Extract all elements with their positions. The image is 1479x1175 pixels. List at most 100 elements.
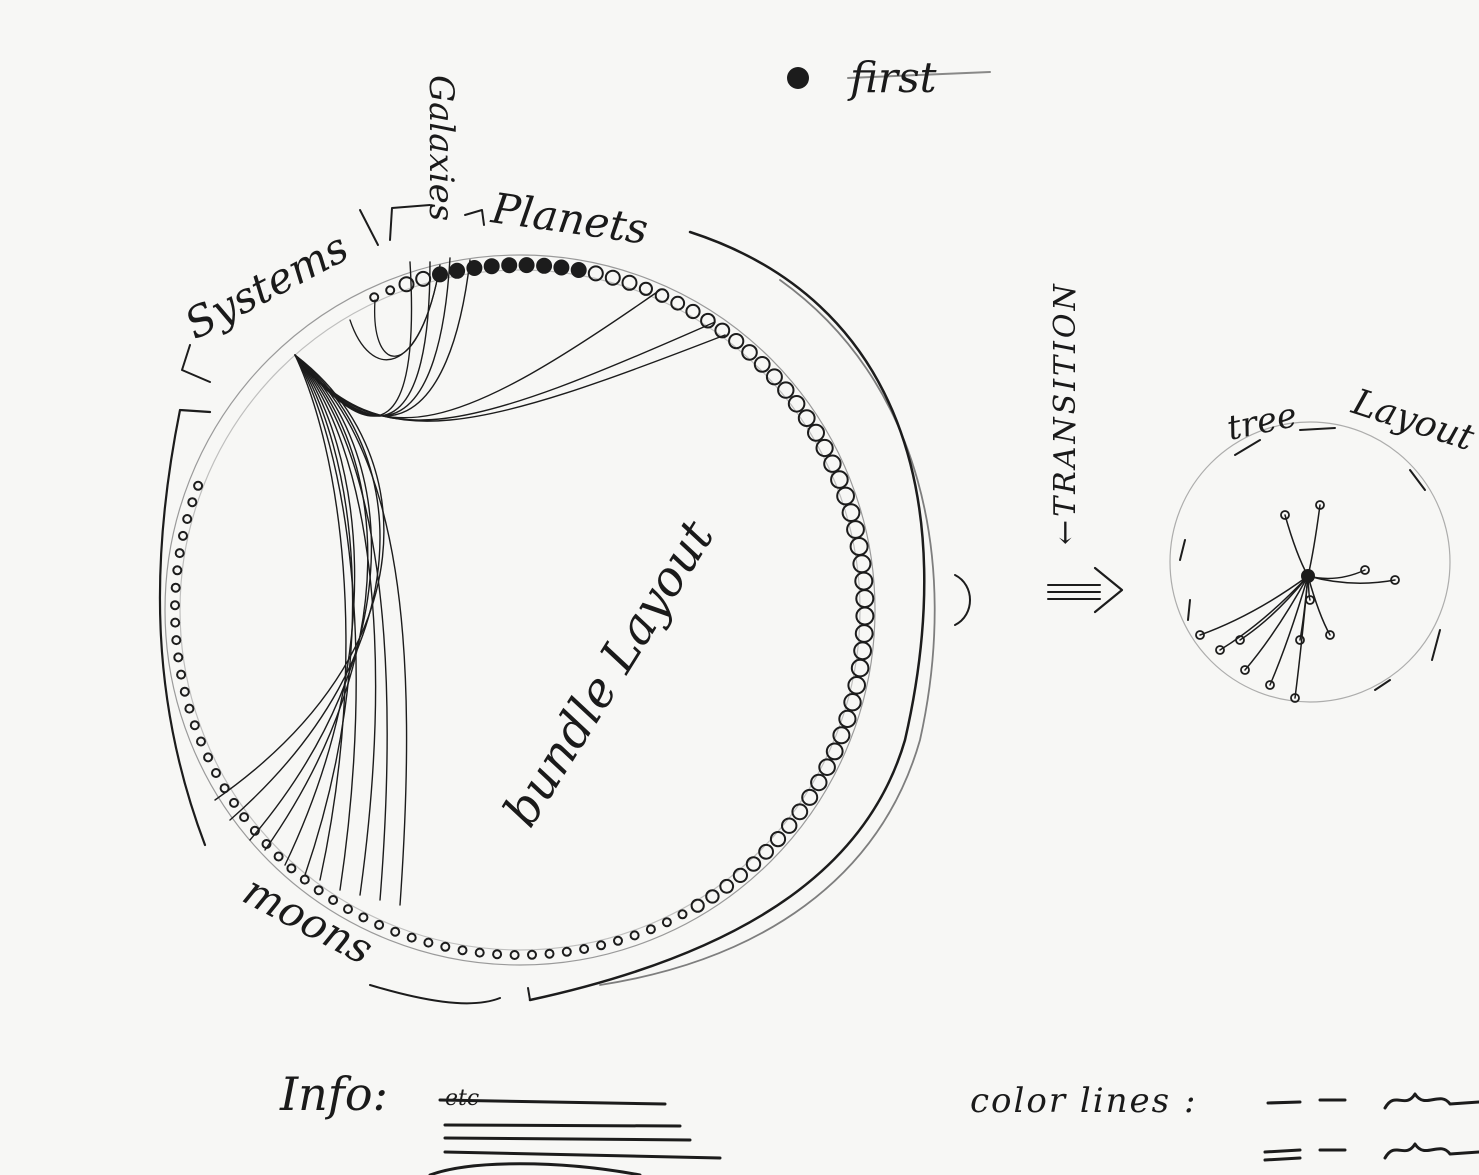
ring-node [841,503,861,522]
ring-node [527,949,537,960]
ring-node [187,497,198,508]
ring-node [815,438,834,458]
tree-node [1315,500,1325,510]
ring-node [690,898,705,913]
ring-node [843,693,862,712]
ring-node [385,285,396,296]
tree-edge [1284,514,1309,577]
tree-node [1360,565,1370,575]
tree-node [1265,680,1275,690]
tree-label: tree [1224,395,1301,449]
ring-node [518,257,535,274]
transition-label: ←TRANSITION [1048,281,1083,545]
ring-node [211,768,221,778]
bundle-layout-label: bundle Layout [493,510,726,836]
bundle-edge [294,321,716,421]
ring-node [440,941,451,952]
ring-node [850,658,870,678]
ring-node [170,617,181,628]
ring-node [854,571,874,591]
ring-node [781,817,798,834]
ring-node [719,878,735,894]
tree-edge [1307,504,1321,577]
color-lines-section: color lines : [970,1081,1479,1162]
ring-node [818,758,836,777]
ring-node [483,258,500,275]
ring-node [825,742,844,761]
ring-node [457,945,468,956]
ring-node [170,600,180,611]
ring-node [753,356,771,373]
ring-node [830,470,849,489]
ring-node [173,652,184,663]
tree-root-node [1301,569,1315,583]
ring-node [700,312,716,329]
info-label: Info: [279,1067,388,1121]
ring-node [299,874,310,885]
ring-node [741,344,758,361]
bundle-edge [294,354,354,876]
ring-node [184,703,195,714]
ring-node [466,260,483,276]
bundle-edge [294,334,726,422]
transition-arrow [1047,566,1124,614]
ring-node [854,624,874,643]
ring-node [406,932,417,943]
tree-node [1235,635,1245,645]
ring-node [638,281,654,296]
ring-node [853,641,872,661]
ring-node [832,726,851,745]
tree-graph [1195,500,1400,703]
ring-node [587,265,604,282]
ring-node [732,867,749,884]
bundle-edge [284,354,356,866]
bundle-edge [374,264,441,357]
ring-node [544,948,555,959]
ring-node [714,322,731,339]
ring-node [777,381,795,399]
ring-node [855,589,875,609]
bundle-edge [294,354,388,901]
tree-edge [1244,575,1309,671]
tree-node [1240,665,1250,675]
ring-node [536,257,553,274]
tree-edge [1219,575,1309,651]
ring-node [787,395,806,413]
bundle-edge [294,354,408,906]
ring-node [343,904,353,915]
ring-node [613,935,623,946]
ring-node [849,537,869,556]
ring-node [797,409,816,428]
tree-layout-diagram: tree Layout [1169,381,1479,703]
ring-node [174,548,185,559]
ring-node [765,368,783,386]
ring-node [239,812,250,823]
ring-node [596,940,607,951]
ring-node [178,530,188,541]
tree-edge [1307,575,1331,636]
ring-node [182,514,193,524]
ring-node [170,582,181,593]
node-ring [170,257,875,960]
ring-node [621,274,638,291]
tree-node [1290,693,1300,703]
ring-node [758,843,774,860]
bundle-edge [214,354,385,801]
first-dot [787,67,809,89]
tree-node [1195,630,1205,640]
ring-node [219,783,230,794]
ring-node [176,669,187,680]
ring-node [654,288,670,303]
bundle-edge [249,354,373,841]
ring-node [449,262,466,279]
ring-node [705,889,720,904]
systems-label: Systems [177,222,356,348]
ring-node [846,520,865,539]
ring-node [390,926,401,937]
bundle-edge [294,289,661,419]
ring-node [172,565,183,576]
ring-node [492,949,503,960]
tree-node [1215,645,1225,655]
ring-node [196,736,206,747]
